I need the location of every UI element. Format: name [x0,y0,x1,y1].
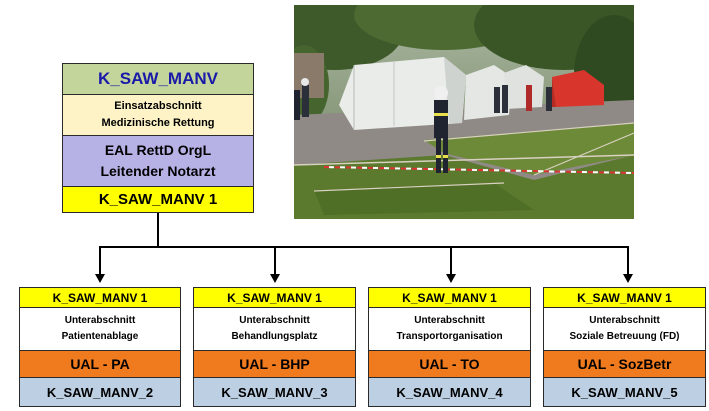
top-unit-box: K_SAW_MANV Einsatzabschnitt Medizinische… [62,63,254,213]
sub-unit-description: Unterabschnitt Patientenablage [19,307,181,351]
arrow-head-4 [623,274,633,283]
sub-unit-header: K_SAW_MANV 1 [19,287,181,308]
top-unit-leader-line1: EAL RettD OrgL [104,142,212,158]
sub-unit-desc-line2: Patientenablage [61,331,139,342]
sub-unit-callsign: K_SAW_MANV_5 [543,377,706,407]
field-tents-illustration [294,5,634,219]
sub-unit-leader: UAL - TO [368,350,531,378]
sub-unit-callsign: K_SAW_MANV_3 [193,377,356,407]
sub-unit-box-1: K_SAW_MANV 1 Unterabschnitt Patientenabl… [19,287,181,411]
sub-unit-desc-line2: Behandlungsplatz [231,331,318,342]
sub-unit-desc-line1: Unterabschnitt [589,315,660,326]
connector-trunk [157,213,159,247]
firefighter-figure [434,86,448,173]
arrow-head-3 [446,274,456,283]
sub-unit-desc-line2: Soziale Betreuung (FD) [569,331,680,342]
connector-drop-2 [274,246,276,274]
sub-unit-description: Unterabschnitt Transportorganisation [368,307,531,351]
sub-unit-header: K_SAW_MANV 1 [193,287,356,308]
sub-unit-callsign: K_SAW_MANV_4 [368,377,531,407]
sub-unit-leader: UAL - PA [19,350,181,378]
sub-unit-leader: UAL - SozBetr [543,350,706,378]
sub-unit-description: Unterabschnitt Soziale Betreuung (FD) [543,307,706,351]
arrow-head-2 [270,274,280,283]
top-unit-section-line1: Einsatzabschnitt [114,100,202,112]
arrow-head-1 [95,274,105,283]
sub-unit-leader: UAL - BHP [193,350,356,378]
sub-unit-box-2: K_SAW_MANV 1 Unterabschnitt Behandlungsp… [193,287,356,411]
top-unit-callsign: K_SAW_MANV [62,63,254,95]
connector-drop-1 [99,246,101,274]
top-unit-section-line2: Medizinische Rettung [101,117,215,129]
sub-unit-desc-line2: Transportorganisation [396,331,503,342]
sub-unit-header: K_SAW_MANV 1 [368,287,531,308]
sub-unit-header: K_SAW_MANV 1 [543,287,706,308]
top-unit-section: Einsatzabschnitt Medizinische Rettung [62,94,254,136]
sub-unit-desc-line1: Unterabschnitt [239,315,310,326]
sub-unit-description: Unterabschnitt Behandlungsplatz [193,307,356,351]
top-unit-leader-line2: Leitender Notarzt [100,163,216,179]
connector-horizontal [99,246,629,248]
top-unit-sub-callsign: K_SAW_MANV 1 [62,186,254,213]
sub-unit-box-4: K_SAW_MANV 1 Unterabschnitt Soziale Betr… [543,287,706,411]
connector-drop-4 [627,246,629,274]
sub-unit-desc-line1: Unterabschnitt [64,315,136,326]
top-unit-leader: EAL RettD OrgL Leitender Notarzt [62,135,254,187]
sub-unit-callsign: K_SAW_MANV_2 [19,377,181,407]
sub-unit-desc-line1: Unterabschnitt [414,315,485,326]
sub-unit-box-3: K_SAW_MANV 1 Unterabschnitt Transportorg… [368,287,531,411]
connector-drop-3 [450,246,452,274]
field-tents-photo [294,5,634,219]
